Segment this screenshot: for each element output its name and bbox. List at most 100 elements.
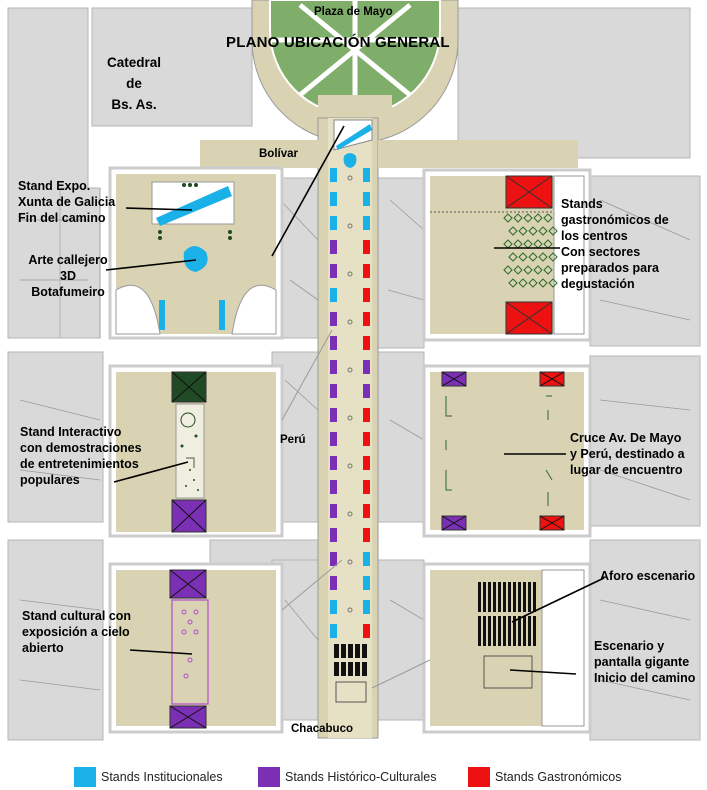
corridor-stand-right xyxy=(363,480,370,494)
aforo-seat xyxy=(483,616,486,646)
tasting-table xyxy=(548,252,558,262)
corridor-stand-right xyxy=(363,600,370,614)
aforo-seat xyxy=(503,582,506,612)
aforo-seat xyxy=(483,582,486,612)
tasting-table xyxy=(538,278,548,288)
aforo-seat xyxy=(523,582,526,612)
corridor-stand-left xyxy=(330,384,337,398)
callout-escenario: Escenario y pantalla gigante Inicio del … xyxy=(594,639,696,685)
corridor-stand-left xyxy=(330,456,337,470)
tasting-table xyxy=(508,252,518,262)
corridor-botafumeiro xyxy=(343,153,357,168)
aforo-seat xyxy=(518,616,521,646)
corridor-stand-right xyxy=(363,240,370,254)
legend-item-historico-culturales: Stands Histórico-Culturales xyxy=(258,766,436,788)
callout-stand-interactivo: Stand Interactivo con demostraciones de … xyxy=(20,425,142,487)
corridor-stand-right xyxy=(363,456,370,470)
tasting-table xyxy=(543,213,553,223)
aforo-seat xyxy=(493,616,496,646)
legend-item-gastronomicos: Stands Gastronómicos xyxy=(468,766,621,788)
aforo-seat xyxy=(478,616,481,646)
aforo-seat xyxy=(523,616,526,646)
corridor-stand-right xyxy=(363,384,370,398)
callout-stand-expo: Stand Expo. Xunta de Galicia Fin del cam… xyxy=(18,179,116,225)
legend-item-institucionales: Stands Institucionales xyxy=(74,766,223,788)
street-chacabuco: Chacabuco xyxy=(291,723,353,735)
corridor-stand-right xyxy=(363,432,370,446)
map-title: PLANO UBICACIÓN GENERAL xyxy=(226,34,450,51)
aforo-seat xyxy=(488,582,491,612)
tasting-table xyxy=(528,226,538,236)
corridor-stand-left xyxy=(330,480,337,494)
corridor-stand-left xyxy=(330,264,337,278)
corridor-tree xyxy=(347,511,353,517)
corridor-seat xyxy=(348,644,353,658)
corridor-tree xyxy=(347,415,353,421)
tasting-table xyxy=(508,278,518,288)
corridor-stand-left xyxy=(330,216,337,230)
callout-stand-cultural: Stand cultural con exposición a cielo ab… xyxy=(22,609,132,655)
callout-aforo: Aforo escenario xyxy=(600,569,696,583)
corridor-stand-right xyxy=(363,168,370,182)
tasting-table xyxy=(513,213,523,223)
corridor-stand-left xyxy=(330,528,337,542)
tasting-table xyxy=(538,252,548,262)
corridor-stand-left xyxy=(330,240,337,254)
inset-panels xyxy=(108,166,592,734)
street-peru: Perú xyxy=(280,434,306,446)
corridor-seat xyxy=(341,662,346,676)
corridor-stand-right xyxy=(363,288,370,302)
aforo-seat xyxy=(493,582,496,612)
corridor-stand-left xyxy=(330,168,337,182)
corridor-stand-left xyxy=(330,576,337,590)
aforo-seat xyxy=(508,616,511,646)
corridor-tree xyxy=(347,367,353,373)
corridor-stand-right xyxy=(363,408,370,422)
corridor-stand-right xyxy=(363,576,370,590)
corridor-stand-right xyxy=(363,312,370,326)
aforo-seat xyxy=(528,582,531,612)
corridor-stand-right xyxy=(363,336,370,350)
tasting-table xyxy=(513,265,523,275)
legend-swatch-institucionales xyxy=(74,767,96,787)
block-northeast xyxy=(457,7,691,159)
callout-arte-callejero: Arte callejero 3D Botafumeiro xyxy=(28,253,108,299)
callout-cruce: Cruce Av. De Mayo y Perú, destinado a lu… xyxy=(570,431,685,477)
callout-lines xyxy=(105,125,605,675)
corridor-stand-left xyxy=(330,192,337,206)
tasting-table xyxy=(533,265,543,275)
corridor-stand-left xyxy=(330,408,337,422)
tasting-table xyxy=(503,213,513,223)
tasting-table xyxy=(548,226,558,236)
corridor-links xyxy=(281,329,431,689)
tasting-table xyxy=(503,265,513,275)
corridor-seat xyxy=(334,644,339,658)
aforo-seat xyxy=(513,582,516,612)
corridor-expo-banner xyxy=(336,124,372,150)
aforo-seat xyxy=(518,582,521,612)
corridor-seat xyxy=(362,662,367,676)
tasting-table xyxy=(538,226,548,236)
tasting-table xyxy=(518,252,528,262)
corridor-stand-right xyxy=(363,528,370,542)
legend-label: Stands Gastronómicos xyxy=(495,770,622,784)
corridor-seat xyxy=(355,644,360,658)
tasting-table xyxy=(543,265,553,275)
block-lines xyxy=(19,188,691,701)
corridor-stand-right xyxy=(363,504,370,518)
aforo-seat xyxy=(503,616,506,646)
corridor-stand-left xyxy=(330,312,337,326)
aforo-seat xyxy=(528,616,531,646)
corridor-stand-right xyxy=(363,624,370,638)
corridor-stand-left xyxy=(330,432,337,446)
corridor-seat xyxy=(334,662,339,676)
corridor-tree xyxy=(347,223,353,229)
corridor-stand-right xyxy=(363,360,370,374)
legend-label: Stands Histórico-Culturales xyxy=(285,770,437,784)
legend-swatch-historico xyxy=(258,767,280,787)
aforo-seat xyxy=(533,616,536,646)
tasting-table xyxy=(508,226,518,236)
corridor-seat xyxy=(362,644,367,658)
corridor-tree xyxy=(347,175,353,181)
